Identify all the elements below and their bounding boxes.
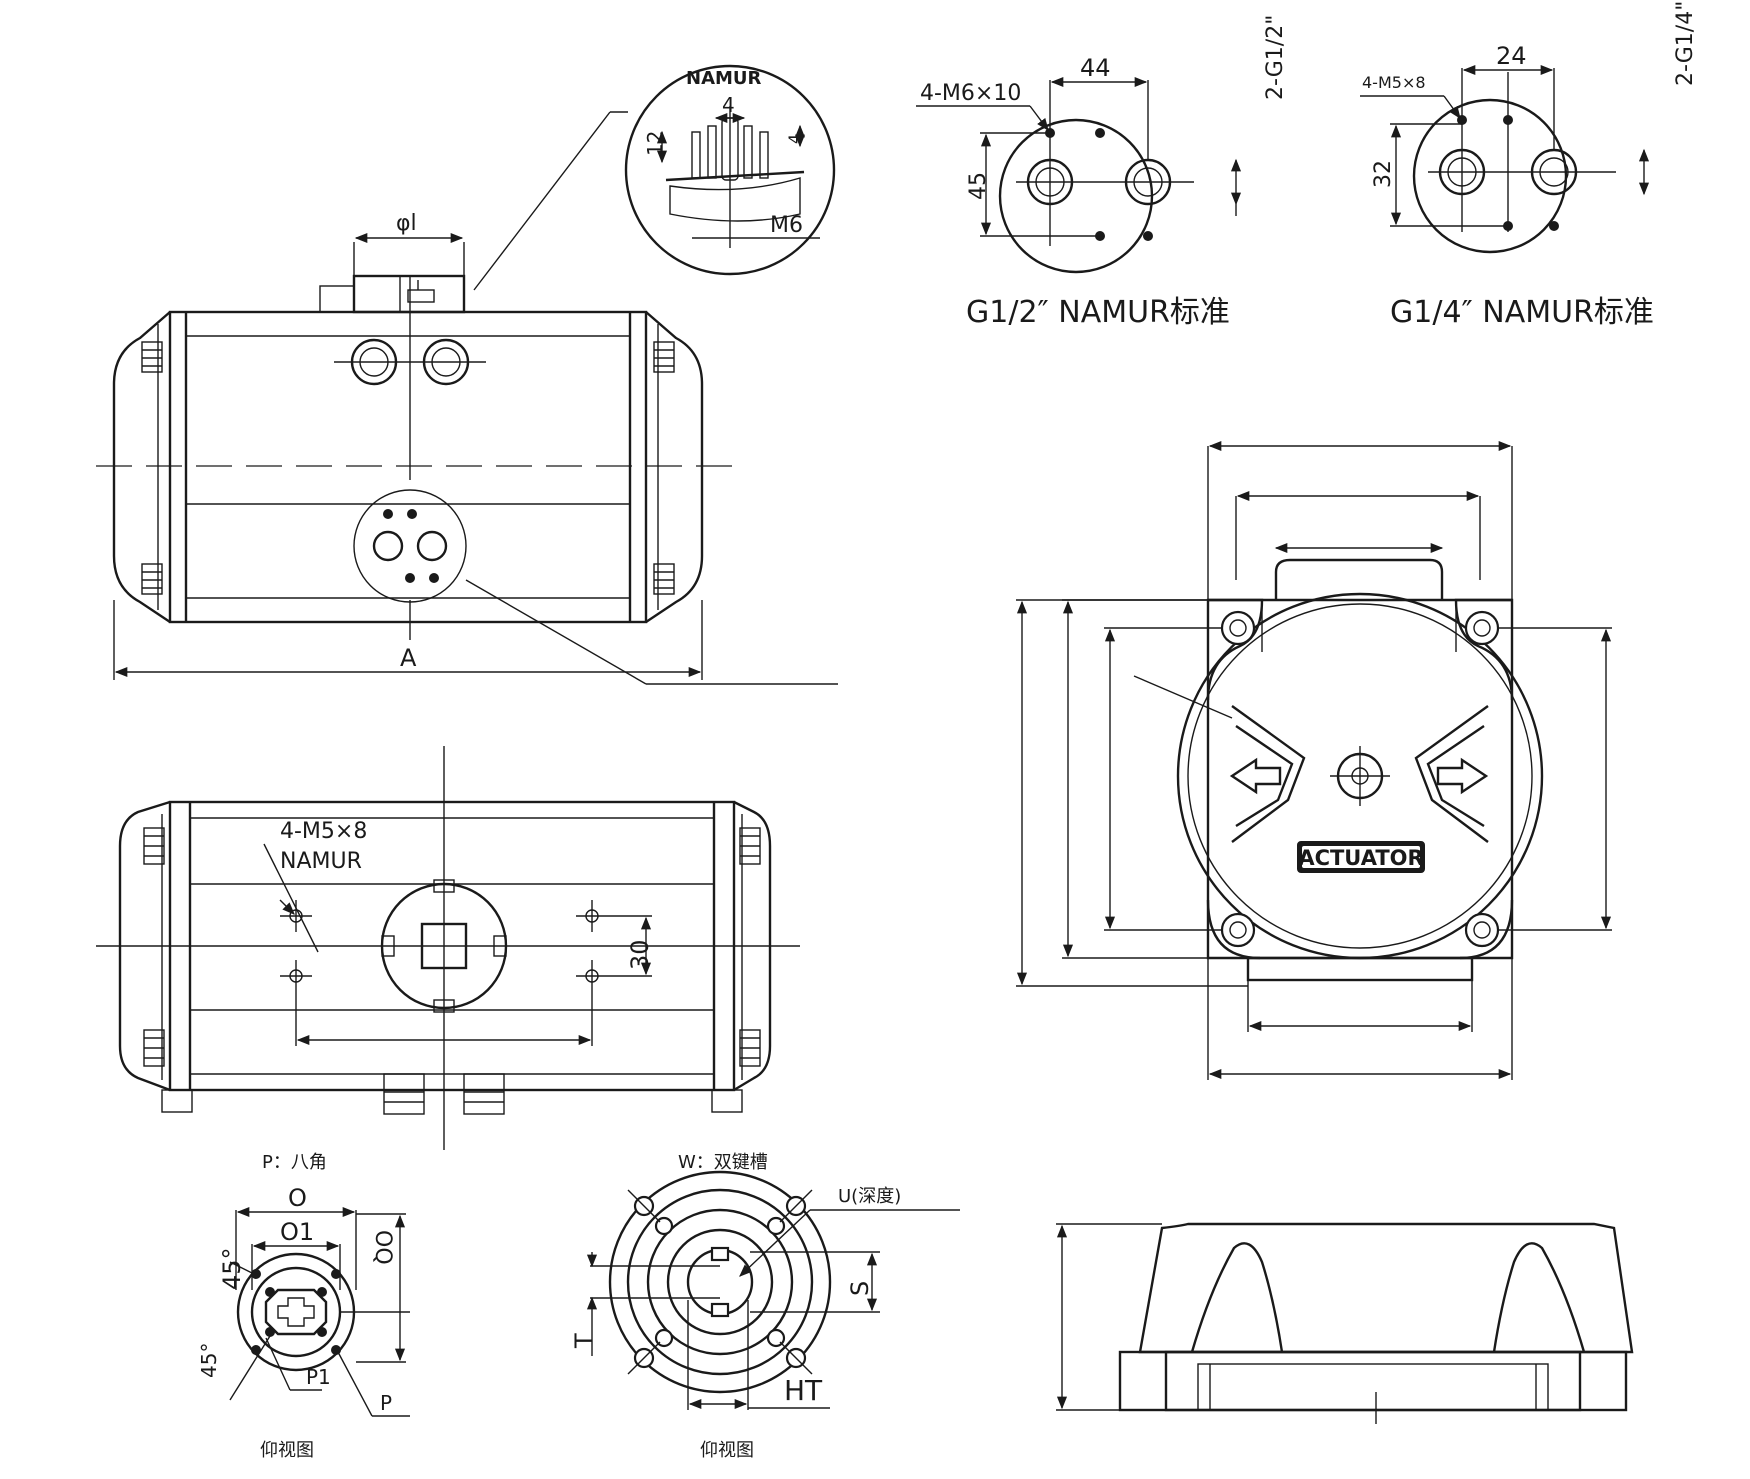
side-view xyxy=(1056,1222,1634,1424)
w-dim-t: T xyxy=(570,1333,598,1349)
detail-dim-12: 12 xyxy=(643,131,667,156)
g14-caption: G1/4″ NAMUR标准 xyxy=(1390,295,1654,330)
p-dim-o: O xyxy=(288,1184,307,1212)
w-bottom-view-caption: 仰视图 xyxy=(700,1440,754,1461)
bottom-namur-label: NAMUR xyxy=(280,849,362,874)
g14-dim-24: 24 xyxy=(1496,42,1527,70)
p-bottom-view-caption: 仰视图 xyxy=(260,1440,314,1461)
g12-caption: G1/2″ NAMUR标准 xyxy=(966,295,1230,330)
namur-detail-title: NAMUR xyxy=(686,68,762,89)
end-view: ACTUATOR xyxy=(1016,440,1612,1080)
dim-a: A xyxy=(400,644,417,672)
namur-detail: NAMUR 4 12 4 M6 xyxy=(624,64,836,276)
w-keyway-view: W：双键槽 T S U(深度) HT 仰视图 xyxy=(570,1152,960,1461)
p-label-p1: P1 xyxy=(306,1365,331,1389)
p-title: P：八角 xyxy=(262,1152,327,1173)
end-cap-fins xyxy=(141,341,675,595)
bottom-bolt-label: 4-M5×8 xyxy=(280,819,367,844)
p-octagon-view: P：八角 O O1 OQ 45° 45° P1 P 仰视图 xyxy=(197,1152,410,1461)
w-dim-ht: HT xyxy=(784,1374,823,1407)
detail-dim-m6: M6 xyxy=(770,213,803,238)
detail-dim-4: 4 xyxy=(722,93,735,117)
p-dim-o1: O1 xyxy=(280,1218,314,1246)
g12-bolt-label: 4-M6×10 xyxy=(920,81,1021,106)
p-label-p: P xyxy=(380,1391,392,1415)
actuator-badge: ACTUATOR xyxy=(1298,846,1423,870)
front-view: φl A xyxy=(96,111,838,685)
w-label-u: U(深度) xyxy=(838,1186,901,1207)
g14-dim-32: 32 xyxy=(1371,160,1396,188)
detail-dim-small-4: 4 xyxy=(785,134,804,144)
g12-namur-pattern: 44 4-M6×10 45 2-G1/2" G1/2″ NAMUR标准 xyxy=(916,15,1288,330)
p-dim-oq: OQ xyxy=(370,1230,395,1265)
p-angle-45-top: 45° xyxy=(218,1247,246,1290)
g14-namur-pattern: 24 4-M5×8 32 2-G1/4" G1/4″ NAMUR标准 xyxy=(1360,1,1698,330)
g12-port-label: 2-G1/2" xyxy=(1263,15,1288,100)
g12-dim-44: 44 xyxy=(1080,54,1111,82)
top-mount-block: φl xyxy=(319,211,466,314)
dim-phi-l: φl xyxy=(396,211,417,236)
g14-bolt-label: 4-M5×8 xyxy=(1362,73,1426,92)
bottom-view: 30 4-M5×8 NAMUR xyxy=(96,746,800,1150)
g12-dim-45: 45 xyxy=(966,172,991,200)
g14-port-label: 2-G1/4" xyxy=(1673,1,1698,86)
bottom-dim-30: 30 xyxy=(626,939,654,970)
w-dim-s: S xyxy=(846,1281,874,1296)
namur-pad xyxy=(353,489,467,640)
w-title: W：双键槽 xyxy=(678,1152,768,1173)
left-arrow-icon xyxy=(1229,757,1282,795)
right-arrow-icon xyxy=(1436,757,1489,795)
p-angle-45-bottom: 45° xyxy=(197,1343,221,1378)
